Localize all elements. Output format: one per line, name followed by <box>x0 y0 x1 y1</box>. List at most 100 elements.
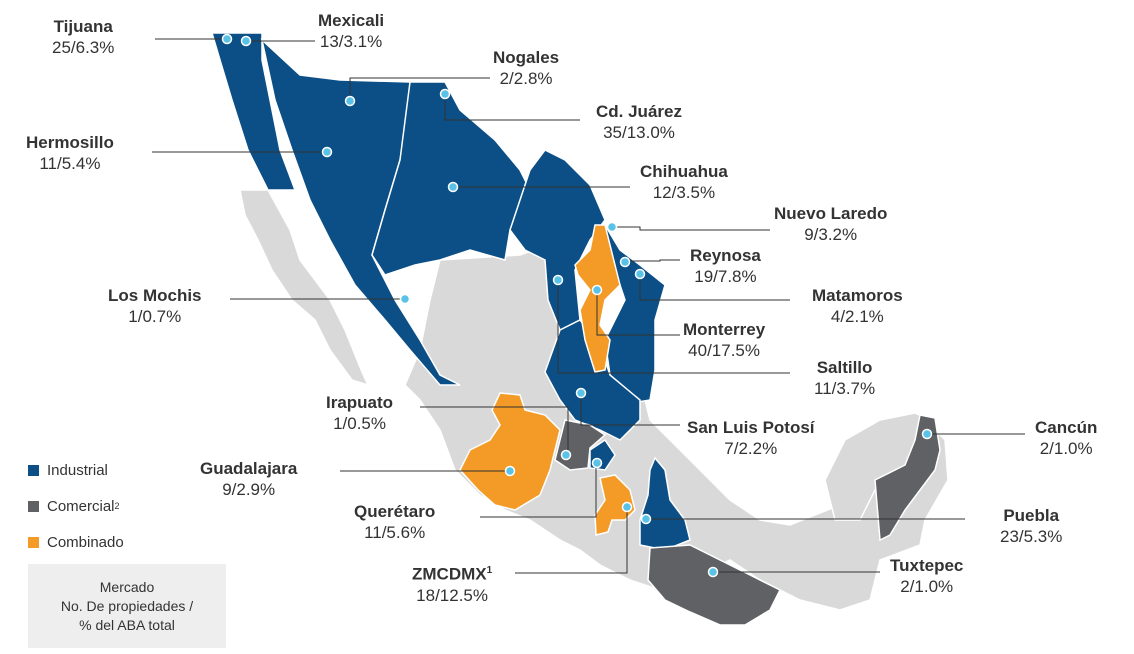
city-stat: 1/0.5% <box>333 414 386 433</box>
city-name: Cd. Juárez <box>596 102 682 121</box>
label-juarez: Cd. Juárez 35/13.0% <box>596 101 682 143</box>
label-puebla: Puebla 23/5.3% <box>1000 505 1062 547</box>
label-hermosillo: Hermosillo 11/5.4% <box>26 132 114 174</box>
comercial-quintana-roo <box>874 414 941 542</box>
dot-queretaro <box>591 457 603 469</box>
city-name: Saltillo <box>816 358 873 377</box>
city-stat: 18/12.5% <box>416 585 488 605</box>
city-name: Chihuahua <box>640 162 728 181</box>
comercial-swatch <box>28 500 39 512</box>
city-name: Nuevo Laredo <box>774 204 888 223</box>
dot-matamoros <box>634 268 646 280</box>
label-tijuana: Tijuana 25/6.3% <box>52 16 114 58</box>
key-line-2: No. De propiedades / <box>60 597 194 614</box>
label-irapuato: Irapuato 1/0.5% <box>326 392 393 434</box>
dot-nogales <box>344 95 356 107</box>
city-stat: 11/3.7% <box>814 379 876 398</box>
leader-nuevo-laredo <box>612 226 770 231</box>
city-name: Los Mochis <box>108 286 202 305</box>
label-nuevo-laredo: Nuevo Laredo 9/3.2% <box>774 203 887 245</box>
label-mexicali: Mexicali 13/3.1% <box>318 10 384 52</box>
leader-saltillo <box>557 280 790 374</box>
chihuahua-industrial <box>371 81 531 276</box>
label-queretaro: Querétaro 11/5.6% <box>354 501 435 543</box>
city-name: Cancún <box>1035 418 1098 437</box>
city-stat: 35/13.0% <box>603 123 675 142</box>
label-guadalajara: Guadalajara 9/2.9% <box>200 458 297 500</box>
city-stat: 19/7.8% <box>694 267 757 286</box>
legend-label-combinado: Combinado <box>47 533 124 551</box>
city-stat: 23/5.3% <box>1000 527 1063 546</box>
dot-mexicali <box>240 35 252 47</box>
city-stat: 2/2.8% <box>499 69 553 88</box>
city-stat: 4/2.1% <box>830 307 884 326</box>
dot-puebla <box>640 513 652 525</box>
dot-saltillo <box>552 274 564 286</box>
city-dots <box>221 33 933 578</box>
dot-cancun <box>921 428 933 440</box>
dot-san-luis <box>575 387 587 399</box>
city-name: Puebla <box>1003 506 1060 525</box>
dot-guadalajara <box>504 465 516 477</box>
leader-nogales <box>349 77 490 100</box>
dot-zmcdmx <box>621 501 633 513</box>
jalisco-combinado <box>459 392 561 511</box>
city-name: Querétaro <box>354 502 436 521</box>
leader-zmcdmx <box>515 508 628 574</box>
legend-label-industrial: Industrial <box>47 461 108 479</box>
city-stat: 2/1.0% <box>900 577 954 596</box>
city-name: Matamoros <box>812 286 903 305</box>
city-name: Mexicali <box>318 11 385 30</box>
footnote-marker: 2 <box>114 501 120 511</box>
city-name-text: ZMCDMX <box>412 564 487 584</box>
queretaro-combinado <box>594 474 636 536</box>
city-stat: 9/3.2% <box>804 225 858 244</box>
leader-lines <box>152 38 1025 574</box>
label-monterrey: Monterrey 40/17.5% <box>683 319 765 361</box>
leader-matamoros <box>639 274 790 301</box>
label-reynosa: Reynosa 19/7.8% <box>690 245 761 287</box>
city-name: Monterrey <box>683 320 766 339</box>
city-stat: 40/17.5% <box>688 341 761 360</box>
leader-juarez <box>444 96 580 121</box>
leader-monterrey <box>596 290 680 336</box>
industrial-swatch <box>28 464 39 476</box>
leader-reynosa <box>625 259 680 262</box>
city-stat: 9/2.9% <box>222 480 276 499</box>
dot-monterrey <box>591 284 603 296</box>
label-saltillo: Saltillo 11/3.7% <box>814 357 875 399</box>
dot-chihuahua <box>447 181 459 193</box>
leader-irapuato <box>420 406 569 454</box>
dot-irapuato <box>560 449 572 461</box>
key-line-1: Mercado <box>99 578 155 595</box>
label-los-mochis: Los Mochis 1/0.7% <box>108 285 202 327</box>
city-name: ZMCDMX1 <box>412 560 492 585</box>
city-stat: 13/3.1% <box>319 32 383 51</box>
city-name: Tuxtepec <box>890 556 964 575</box>
label-tuxtepec: Tuxtepec 2/1.0% <box>890 555 963 597</box>
label-zmcdmx: ZMCDMX1 18/12.5% <box>412 560 492 606</box>
label-matamoros: Matamoros 4/2.1% <box>812 285 903 327</box>
label-cancun: Cancún 2/1.0% <box>1035 417 1097 459</box>
legend-item-combinado: Combinado <box>28 530 124 554</box>
baja-california-sur-region <box>239 189 370 387</box>
coahuila-industrial <box>509 149 606 332</box>
city-stat: 11/5.4% <box>39 154 101 173</box>
dot-tuxtepec <box>707 566 719 578</box>
dot-juarez <box>439 88 451 100</box>
dot-los-mochis <box>399 293 411 305</box>
leader-queretaro <box>480 464 597 518</box>
comercial-oaxaca <box>647 544 782 626</box>
city-name: Reynosa <box>690 246 761 265</box>
footnote-marker: 1 <box>486 565 493 576</box>
label-chihuahua: Chihuahua 12/3.5% <box>640 161 728 203</box>
city-name: Guadalajara <box>200 459 298 478</box>
city-stat: 12/3.5% <box>652 183 716 202</box>
dot-hermosillo <box>321 146 333 158</box>
combinado-swatch <box>28 536 39 548</box>
city-stat: 11/5.6% <box>364 523 426 542</box>
key-box: Mercado No. De propiedades / % del ABA t… <box>28 564 226 648</box>
key-line-3: % del ABA total <box>79 616 175 633</box>
